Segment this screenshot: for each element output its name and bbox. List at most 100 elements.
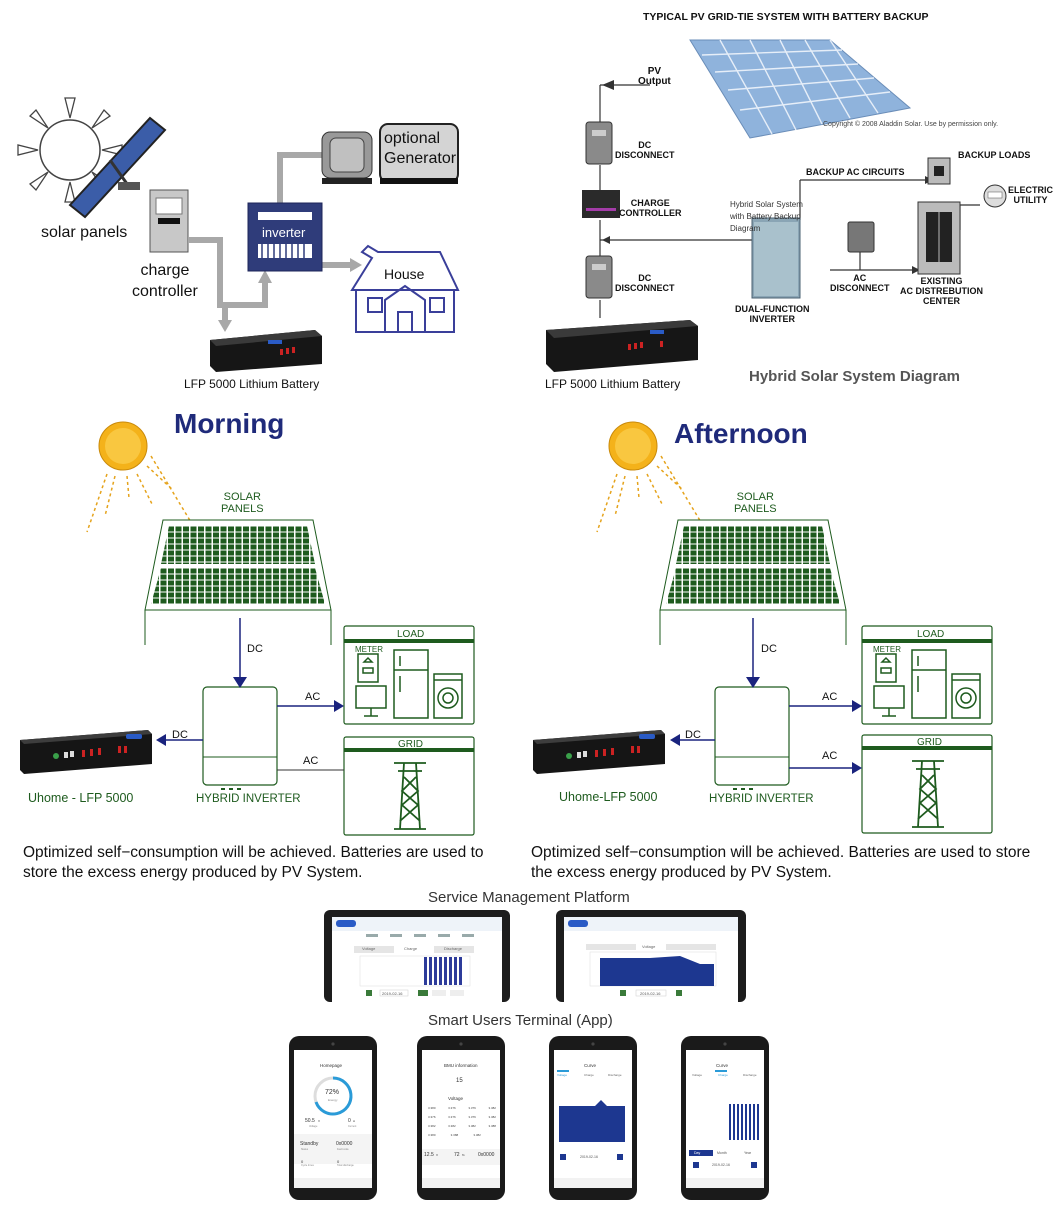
copyright-label: Copyright © 2008 Aladdin Solar. Use by p… <box>823 121 999 128</box>
solar-panels-label: solar panels <box>41 224 128 241</box>
cell-value: 3.376 <box>428 1115 436 1119</box>
existing-ac-label: EXISTING AC DISTREBUTION CENTER <box>900 276 983 306</box>
backup-loads-icon <box>927 157 951 185</box>
phone1-status: Standby <box>300 1141 319 1147</box>
cell-value: 3.382 <box>488 1115 496 1119</box>
electric-meter-icon <box>983 184 1007 208</box>
charge-controller-icon <box>149 189 189 253</box>
phone3-tab-charge[interactable]: Charge <box>584 1073 594 1077</box>
phone3-header: Curve <box>584 1063 597 1068</box>
grid-box <box>343 736 475 836</box>
phone2-v-unit: V <box>436 1153 439 1157</box>
afternoon-inverter-label: HYBRID INVERTER <box>709 793 814 805</box>
hybrid-inverter-icon <box>202 686 278 790</box>
solar-array-icon <box>144 519 332 646</box>
phone1-soc: 72% <box>325 1089 340 1096</box>
phone2-voltage-label: Voltage <box>448 1096 464 1101</box>
morning-description: Optimized self−consumption will be achie… <box>23 844 484 881</box>
cell-value: 3.382 <box>473 1133 481 1137</box>
phone4-tab-charge[interactable]: Charge <box>718 1073 728 1077</box>
pv-output-label: PV Output <box>638 66 671 87</box>
backup-loads-label: BACKUP LOADS <box>958 150 1031 160</box>
morning-ac2-label: AC <box>303 755 319 767</box>
charge-controller-label: charge controller <box>132 262 198 300</box>
phone4-btn-year[interactable]: Year <box>744 1151 752 1155</box>
morning-grid-label: GRID <box>398 739 423 750</box>
phone1-fault: 0x0000 <box>336 1141 353 1147</box>
load-box <box>343 625 475 725</box>
cell-value: 3.382 <box>428 1124 436 1128</box>
phone-homepage <box>289 1036 377 1200</box>
phone1-voltage: 50.5 <box>305 1118 315 1124</box>
phone3-tab-voltage[interactable]: Voltage <box>557 1073 568 1077</box>
phone2-soc-unit: % <box>462 1153 465 1157</box>
laptop-2 <box>556 910 746 1002</box>
laptop-1 <box>324 910 510 1002</box>
afternoon-diagram <box>533 421 993 834</box>
phone4-btn-day[interactable]: Day <box>694 1151 701 1155</box>
dual-inverter-label: DUAL-FUNCTION INVERTER <box>735 304 810 324</box>
phone1-total: 0 <box>337 1159 340 1164</box>
phone1-status-label: Status <box>301 1148 309 1151</box>
morning-meter-label: METER <box>355 645 383 654</box>
dc-disconnect-1-label: DC DISCONNECT <box>615 140 675 160</box>
phone-curve-charge <box>681 1036 769 1200</box>
laptop1-tab-voltage[interactable]: Voltage <box>362 946 376 951</box>
afternoon-ac1-label: AC <box>822 691 838 703</box>
cell-value: 3.382 <box>448 1124 456 1128</box>
phone2-v: 12.5 <box>424 1152 434 1158</box>
afternoon-solar-label: SOLAR PANELS <box>734 491 777 515</box>
battery-top-right-icon <box>546 320 698 372</box>
battery-label-top-right: LFP 5000 Lithium Battery <box>545 377 681 391</box>
house-icon <box>350 244 460 333</box>
cell-value: 3.388 <box>450 1133 459 1137</box>
battery-label-top-left: LFP 5000 Lithium Battery <box>184 377 320 391</box>
backup-ac-label: BACKUP AC CIRCUITS <box>806 167 905 177</box>
service-platform-title: Service Management Platform <box>428 889 630 906</box>
laptop1-tab-discharge[interactable]: Discharge <box>444 946 463 951</box>
hybrid-note-label: Hybrid Solar System with Battery Backup … <box>730 200 803 233</box>
phone1-current-unit: A <box>353 1119 356 1123</box>
phone3-date: 2019-02-16 <box>580 1155 598 1159</box>
laptop1-tab-charge[interactable]: Charge <box>404 946 418 951</box>
afternoon-grid-label: GRID <box>917 737 942 748</box>
cell-value: 3.388 <box>488 1124 496 1128</box>
phone1-cycles-label: Cycle times <box>301 1164 314 1167</box>
phone2-header: BMU information <box>444 1063 478 1068</box>
load-box <box>861 625 993 725</box>
ac-disconnect-label: AC DISCONNECT <box>830 273 890 293</box>
phone3-tab-discharge[interactable]: Discharge <box>608 1073 622 1077</box>
cell-value: 3.376 <box>468 1115 476 1119</box>
generator-label: optional Generator <box>384 130 457 167</box>
afternoon-title: Afternoon <box>674 418 808 449</box>
dual-function-inverter-icon <box>751 217 801 299</box>
phone4-btn-month[interactable]: Month <box>717 1151 727 1155</box>
cell-value: 3.382 <box>488 1106 496 1110</box>
afternoon-meter-label: METER <box>873 645 901 654</box>
cell-value: 3.376 <box>448 1106 456 1110</box>
laptop-screens <box>324 910 746 1002</box>
afternoon-description: Optimized self−consumption will be achie… <box>531 844 1031 881</box>
phone4-header: Curve <box>716 1063 729 1068</box>
phone2-soc: 72 <box>454 1152 460 1158</box>
house-label: House <box>384 266 425 282</box>
hybrid-system-diagram <box>546 39 1007 372</box>
laptop2-date: 2019-02-16 <box>640 991 661 996</box>
laptop2-tab-voltage[interactable]: Voltage <box>642 944 656 949</box>
phone4-tab-voltage[interactable]: Voltage <box>692 1073 703 1077</box>
solar-panel-icon <box>68 116 167 219</box>
distribution-center-icon <box>917 201 961 275</box>
hybrid-inverter-icon <box>714 686 790 790</box>
phone4-tab-discharge[interactable]: Discharge <box>743 1073 757 1077</box>
dc-disconnect-2-label: DC DISCONNECT <box>615 273 675 293</box>
dc-disconnect-top-icon <box>585 121 613 165</box>
afternoon-dc2-label: DC <box>685 729 701 741</box>
dc-disconnect-bottom-icon <box>585 255 613 299</box>
cell-value: 3.376 <box>468 1106 476 1110</box>
phone1-total-label: Total discharge <box>337 1164 354 1167</box>
pv-array-icon <box>689 39 912 139</box>
afternoon-ac2-label: AC <box>822 750 838 762</box>
